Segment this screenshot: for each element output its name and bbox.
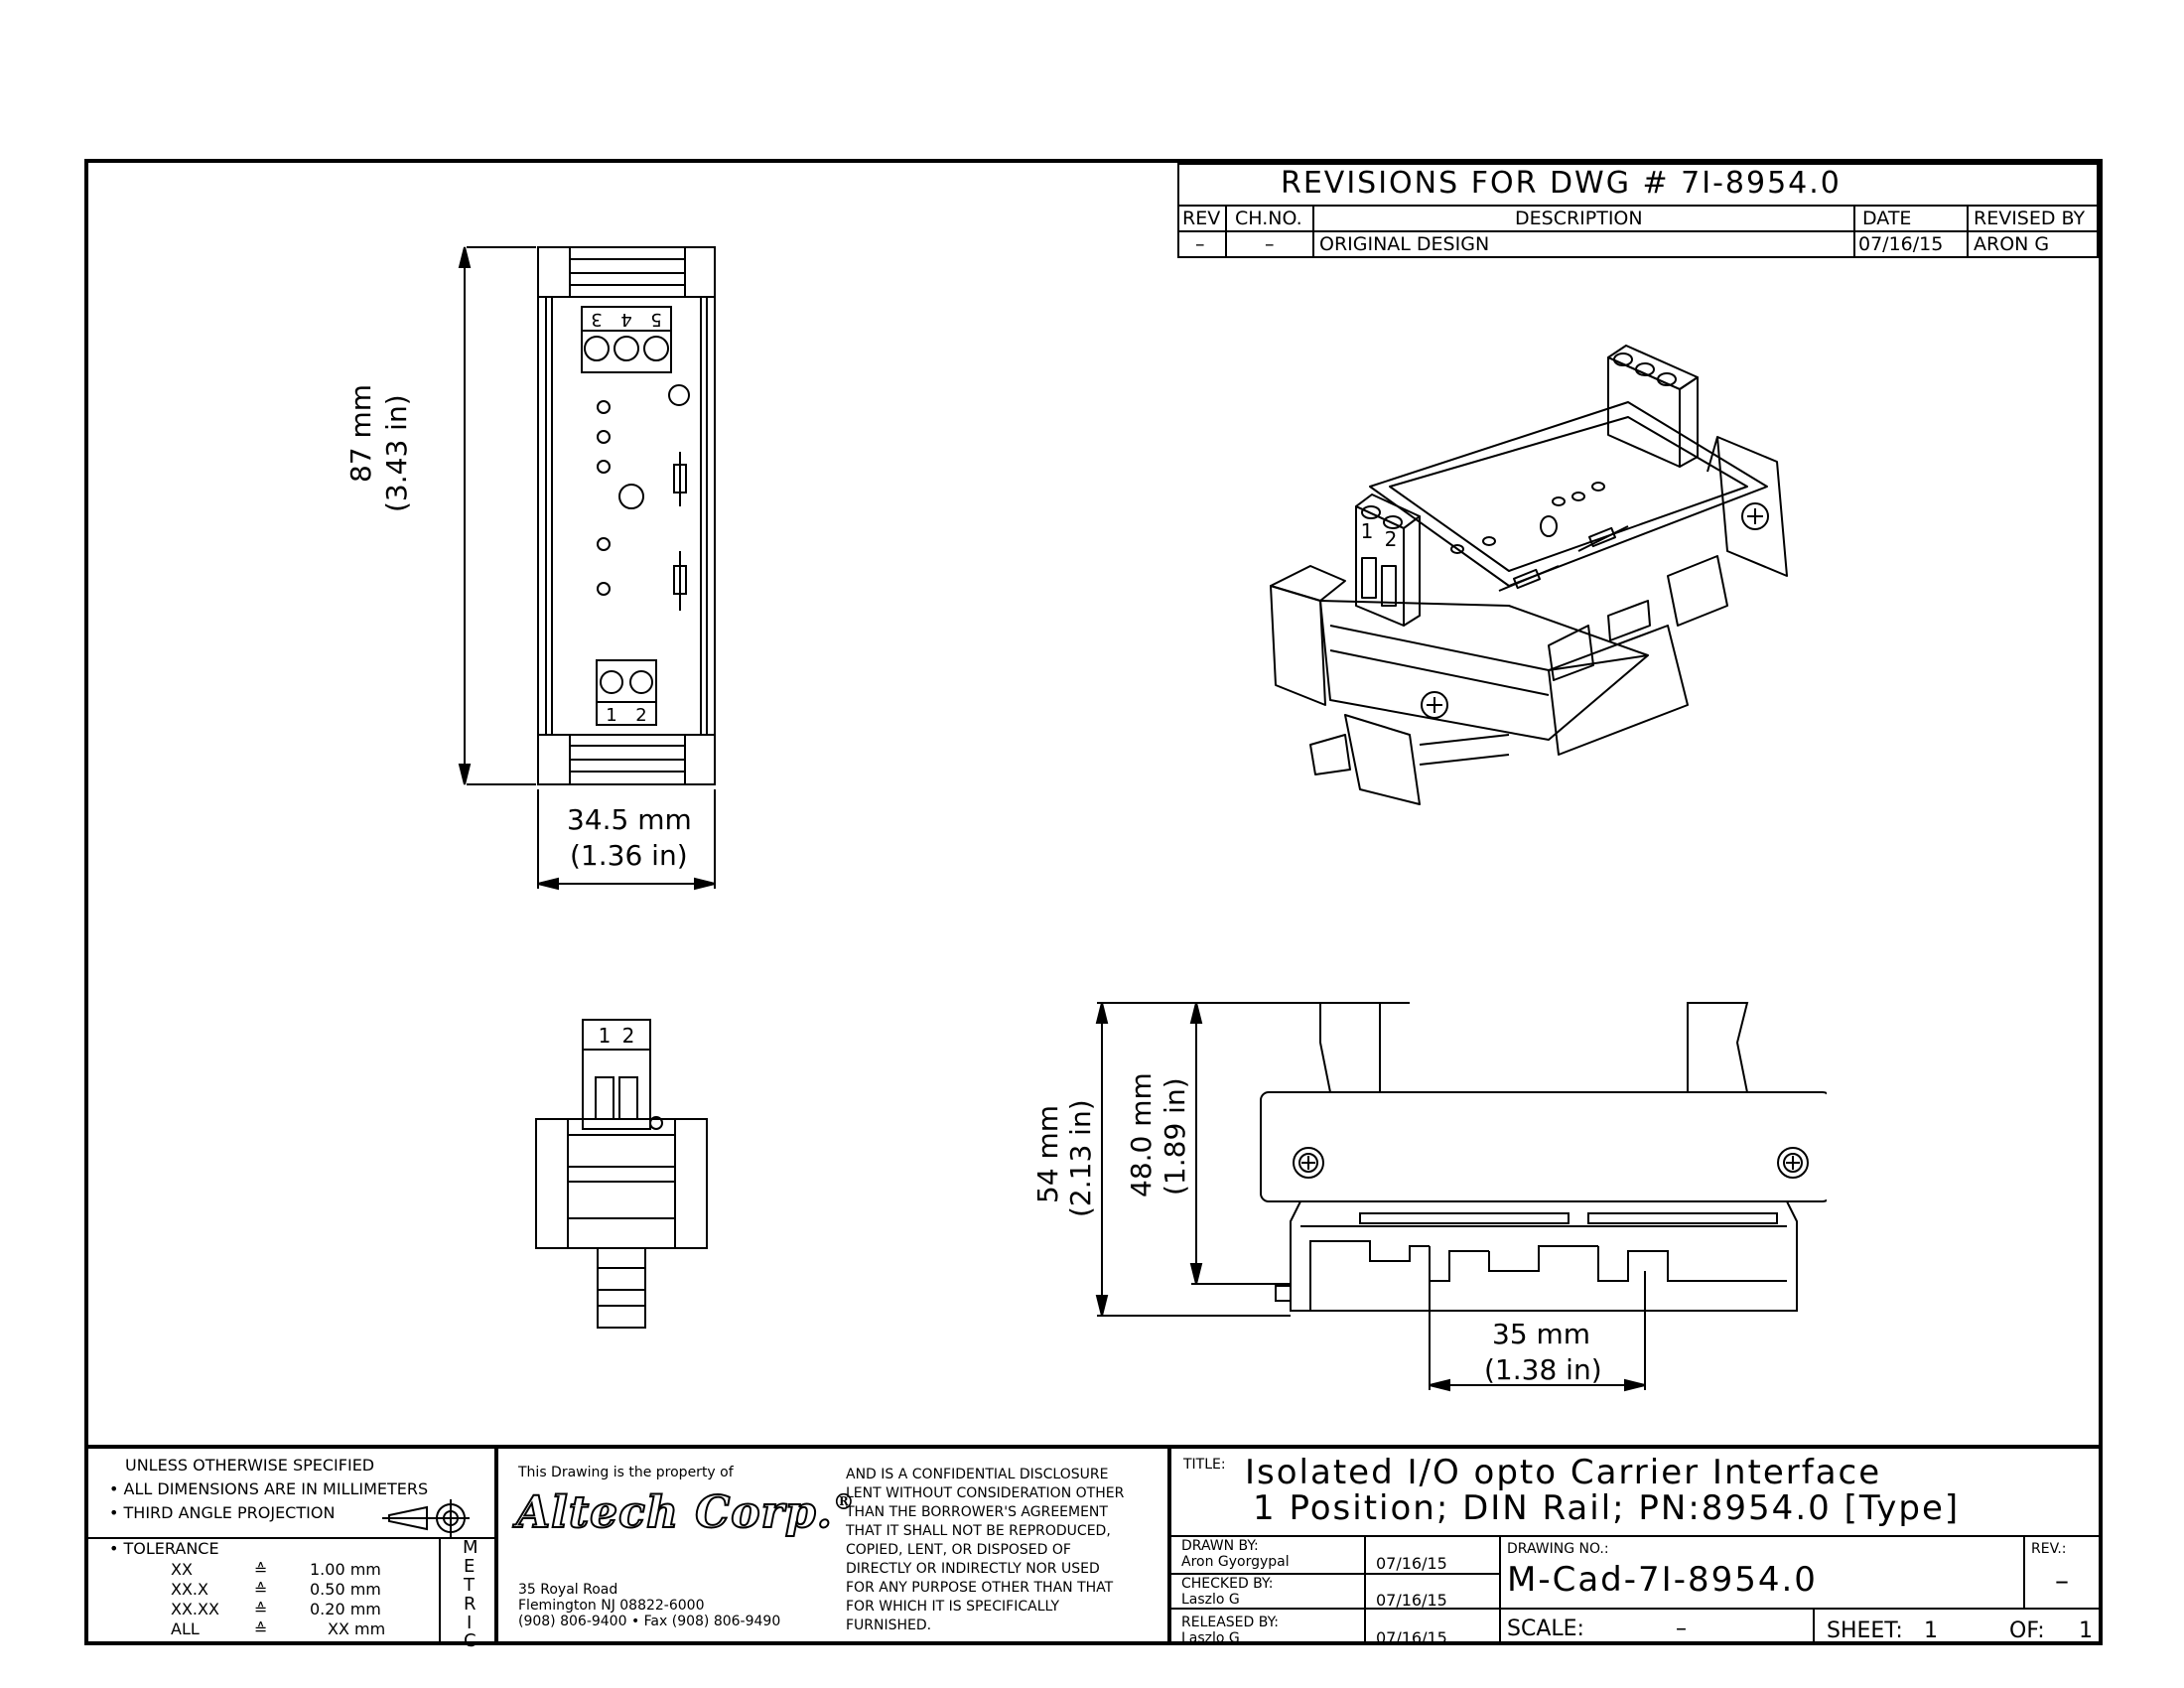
tolerance-label: • TOLERANCE <box>109 1539 219 1558</box>
top-view-drawing: 3 4 5 1 2 <box>458 246 716 891</box>
date-header: DATE <box>1862 208 1912 229</box>
confidential-disclosure: AND IS A CONFIDENTIAL DISCLOSURE LENT WI… <box>846 1468 1173 1637</box>
metric-letter-i: I <box>467 1613 473 1633</box>
company-logo: Altech Corp.® <box>515 1489 856 1536</box>
tolerance-sym-xx-xx: ≙ <box>254 1600 268 1618</box>
top-height-mm-label: 87 mm <box>344 383 377 483</box>
rev-header: REV <box>1182 208 1221 229</box>
disclosure-line: AND IS A CONFIDENTIAL DISCLOSURE <box>846 1467 1109 1482</box>
tolerance-val-all: XX mm <box>328 1619 386 1638</box>
iso-terminal-label-1: 1 <box>1361 519 1374 543</box>
tolerance-val-xx: 1.00 mm <box>310 1560 381 1579</box>
tolerance-key-xx-xx: XX.XX <box>171 1600 219 1618</box>
drawing-sheet-border <box>84 159 2103 1645</box>
metric-letter-c: C <box>464 1630 477 1651</box>
iso-terminal-label-2: 2 <box>1385 527 1398 551</box>
top-terminal-label-4: 4 <box>620 309 631 330</box>
tolerance-key-xx-x: XX.X <box>171 1580 208 1599</box>
tolerance-val-xx-xx: 0.20 mm <box>310 1600 381 1618</box>
top-terminal-label-1: 1 <box>606 705 616 726</box>
disclosure-line: THAN THE BORROWER'S AGREEMENT <box>846 1504 1108 1520</box>
side-inner-mm-label: 48.0 mm <box>1125 1072 1158 1197</box>
drawn-by-label: DRAWN BY: <box>1181 1538 1259 1554</box>
drawing-no-label: DRAWING NO.: <box>1507 1541 1609 1557</box>
side-height-in-label: (2.13 in) <box>1064 1099 1097 1217</box>
tolerance-sym-xx-x: ≙ <box>254 1580 268 1599</box>
checked-by-label: CHECKED BY: <box>1181 1576 1274 1592</box>
disclosure-line: DIRECTLY OR INDIRECTLY NOR USED <box>846 1561 1100 1577</box>
side-view-drawing <box>1095 1002 1827 1392</box>
side-inner-in-label: (1.89 in) <box>1159 1077 1191 1196</box>
registered-mark: ® <box>832 1489 856 1515</box>
revisions-title: REVISIONS FOR DWG # 7I-8954.0 <box>1281 166 1842 201</box>
drawn-by-name: Aron Gyorgypal <box>1181 1554 1290 1570</box>
revision-row-rev: – <box>1195 233 1205 255</box>
end-terminal-label-1: 1 <box>599 1024 612 1048</box>
revision-row-date: 07/16/15 <box>1858 233 1944 255</box>
rail-width-in-label: (1.38 in) <box>1484 1353 1602 1386</box>
rev-label: REV.: <box>2031 1541 2067 1557</box>
revisions-table: REVISIONS FOR DWG # 7I-8954.0 REV CH.NO.… <box>1177 163 2099 258</box>
tolerance-sym-xx: ≙ <box>254 1560 268 1579</box>
metric-letter-r: R <box>464 1594 477 1615</box>
of-label: OF: <box>2009 1618 2045 1643</box>
top-height-in-label: (3.43 in) <box>380 394 413 512</box>
end-terminal-label-2: 2 <box>622 1024 635 1048</box>
top-width-mm-label: 34.5 mm <box>567 803 692 836</box>
disclosure-line: FOR WHICH IT IS SPECIFICALLY <box>846 1599 1060 1615</box>
metric-letter-t: T <box>464 1575 475 1596</box>
scale-label: SCALE: <box>1507 1617 1584 1641</box>
company-logo-text: Altech Corp. <box>515 1487 833 1538</box>
metric-letter-m: M <box>463 1537 478 1558</box>
disclosure-line: FOR ANY PURPOSE OTHER THAN THAT <box>846 1580 1114 1596</box>
company-address-2: Flemington NJ 08822-6000 <box>518 1598 705 1614</box>
metric-letter-e: E <box>464 1556 476 1577</box>
description-header: DESCRIPTION <box>1515 208 1643 229</box>
company-address-1: 35 Royal Road <box>518 1582 618 1598</box>
released-by-label: RELEASED BY: <box>1181 1615 1280 1630</box>
revision-row-chno: – <box>1265 233 1275 255</box>
side-height-mm-label: 54 mm <box>1031 1104 1064 1203</box>
scale-value: – <box>1676 1617 1687 1641</box>
revision-row-revised-by: ARON G <box>1974 233 2050 255</box>
property-text: This Drawing is the property of <box>518 1465 734 1480</box>
top-terminal-label-5: 5 <box>650 309 661 330</box>
top-terminal-label-3: 3 <box>591 309 602 330</box>
top-width-in-label: (1.36 in) <box>570 839 688 872</box>
disclosure-line: THAT IT SHALL NOT BE REPRODUCED, <box>846 1523 1111 1539</box>
checked-by-name: Laszlo G <box>1181 1592 1240 1608</box>
checked-date: 07/16/15 <box>1376 1591 1447 1610</box>
tolerance-key-all: ALL <box>171 1619 200 1638</box>
spec-line-2: • ALL DIMENSIONS ARE IN MILLIMETERS <box>109 1479 429 1498</box>
sheet-label: SHEET: <box>1827 1618 1903 1643</box>
drawing-title-line-2: 1 Position; DIN Rail; PN:8954.0 [Type] <box>1253 1488 1961 1528</box>
title-block-lines <box>84 1445 2103 1643</box>
company-phone: (908) 806-9400 • Fax (908) 806-9490 <box>518 1614 781 1629</box>
disclosure-line: COPIED, LENT, OR DISPOSED OF <box>846 1542 1071 1558</box>
chno-header: CH.NO. <box>1235 208 1302 229</box>
revision-row-description: ORIGINAL DESIGN <box>1319 233 1490 255</box>
of-value: 1 <box>2079 1618 2093 1643</box>
revised-by-header: REVISED BY <box>1974 208 2086 229</box>
spec-line-3: • THIRD ANGLE PROJECTION <box>109 1503 336 1522</box>
released-date: 07/16/15 <box>1376 1628 1447 1647</box>
drawn-date: 07/16/15 <box>1376 1554 1447 1573</box>
spec-line-1: UNLESS OTHERWISE SPECIFIED <box>125 1456 375 1475</box>
drawing-number: M-Cad-7I-8954.0 <box>1507 1560 1818 1600</box>
title-label: TITLE: <box>1183 1457 1226 1473</box>
disclosure-line: FURNISHED. <box>846 1618 932 1633</box>
rev-value: – <box>2055 1564 2069 1597</box>
isometric-view-drawing: 1 2 <box>1270 345 1788 805</box>
sheet-value: 1 <box>1924 1618 1938 1643</box>
rail-width-mm-label: 35 mm <box>1492 1318 1591 1350</box>
disclosure-line: LENT WITHOUT CONSIDERATION OTHER <box>846 1485 1125 1501</box>
end-view-drawing: 1 2 <box>535 1019 708 1329</box>
drawing-title-line-1: Isolated I/O opto Carrier Interface <box>1245 1453 1882 1492</box>
tolerance-key-xx: XX <box>171 1560 193 1579</box>
released-by-name: Laszlo G <box>1181 1630 1240 1646</box>
top-terminal-label-2: 2 <box>635 705 646 726</box>
tolerance-sym-all: ≙ <box>254 1619 268 1638</box>
tolerance-val-xx-x: 0.50 mm <box>310 1580 381 1599</box>
